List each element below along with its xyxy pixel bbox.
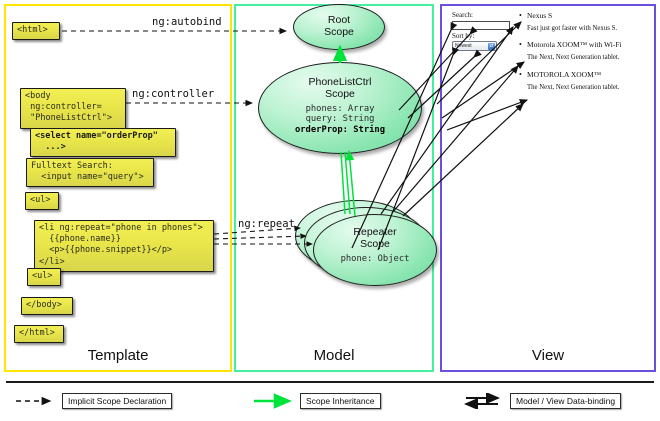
html-close-box: </html> [14,325,64,344]
sort-by-value: Newest [455,43,472,50]
repeater-scope: Repeater Scope phone: Object [313,214,437,286]
ul-close-box: <ul> [27,268,61,287]
list-item[interactable]: Motorola XOOM™ with Wi-Fi The Next, Next… [518,40,650,62]
legend-divider [6,381,654,383]
panel-label-model: Model [313,347,355,364]
label-ng-repeat: ng:repeat [238,218,295,230]
legend-label: Implicit Scope Declaration [62,393,173,409]
panel-label-template: Template [87,347,149,364]
sort-by-select[interactable]: Newest ⇵ [452,41,497,52]
dashed-arrow-icon [16,396,52,406]
double-arrow-icon [464,393,500,409]
list-item[interactable]: Nexus S Fast just got faster with Nexus … [518,11,650,32]
phonelistctrl-scope-props: phones: Array query: String orderProp: S… [294,103,386,136]
panel-template: Template [4,4,232,372]
panel-model: Model [234,4,434,372]
phone-snippet: The Next, Next Generation tablet. [527,54,620,62]
sort-by-label: Sort by: [452,31,475,40]
body-close-box: </body> [21,297,73,316]
phone-list: Nexus S Fast just got faster with Nexus … [518,11,650,96]
phone-title: MOTOROLA XOOM™ [518,70,650,80]
legend-data-binding: Model / View Data-binding [462,393,622,409]
search-label: Search: [452,11,473,19]
phone-snippet: Fast just got faster with Nexus S. [527,24,618,32]
body-controller-box: <body ng:controller= "PhoneListCtrl"> [20,88,126,129]
phone-title: Nexus S [518,11,650,21]
fulltext-search-box: Fulltext Search: <input name="query"> [26,158,154,188]
label-ng-autobind: ng:autobind [152,16,222,28]
legend: Implicit Scope Declaration Scope Inherit… [0,390,660,418]
chevron-down-icon: ⇵ [488,43,495,51]
label-ng-controller: ng:controller [132,88,215,100]
phone-snippet: The Next, Next Generation tablet. [527,83,620,91]
search-input[interactable] [452,20,510,30]
legend-label: Scope Inheritance [300,393,381,409]
view-controls: Search: Sort by: Newest ⇵ [452,11,510,52]
list-item[interactable]: MOTOROLA XOOM™ The Next, Next Generation… [518,70,650,91]
li-repeat-box: <li ng:repeat="phone in phones"> {{phone… [34,220,214,272]
ul-open-box: <ul> [25,192,59,211]
phonelistctrl-scope-title: PhoneListCtrl Scope [308,76,372,101]
legend-scope-inheritance: Scope Inheritance [252,393,381,409]
root-scope: Root Scope [293,4,385,50]
panel-label-view: View [531,347,565,364]
legend-label: Model / View Data-binding [510,393,622,409]
green-arrow-icon [254,393,292,409]
root-scope-title: Root Scope [324,14,354,39]
html-open-box: <html> [12,22,60,41]
select-box: <select name="orderProp" ...> [30,128,176,158]
phone-title: Motorola XOOM™ with Wi-Fi [518,40,650,50]
repeater-scope-props: phone: Object [340,253,410,264]
legend-implicit-scope-declaration: Implicit Scope Declaration [14,393,173,409]
phonelistctrl-scope: PhoneListCtrl Scope phones: Array query:… [258,62,422,154]
repeater-scope-title: Repeater Scope [353,226,397,251]
